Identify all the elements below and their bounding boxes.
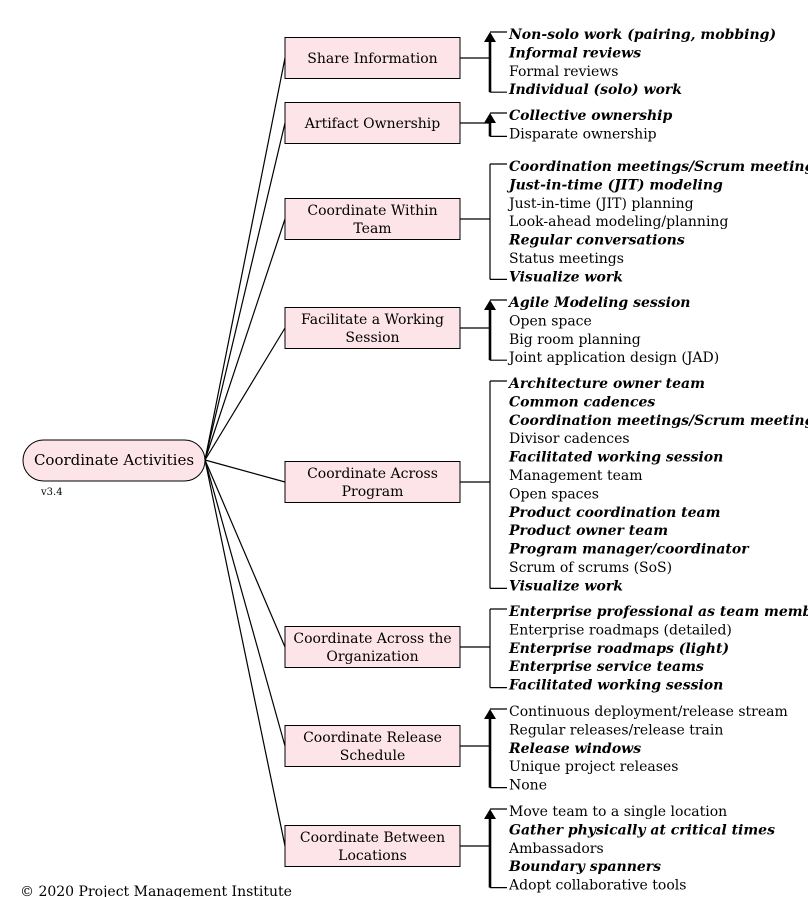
arrow-up-icon (484, 809, 496, 819)
root-goal-connector (204, 459, 286, 483)
option-label: Facilitated working session (508, 678, 723, 694)
option-label: Status meetings (509, 251, 624, 267)
goal-label: Schedule (340, 748, 405, 764)
goal-box (284, 37, 461, 79)
option-label: Unique project releases (509, 759, 678, 775)
option-label: Visualize work (509, 578, 623, 594)
option-label: Coordination meetings/Scrum meetings (509, 159, 808, 175)
option-label: Look-ahead modeling/planning (509, 214, 728, 230)
root-goal-connector (204, 459, 286, 747)
goal-box (284, 102, 461, 144)
version-label: v3.4 (40, 487, 63, 498)
goal-label: Coordinate Between (300, 830, 445, 846)
option-label: Enterprise roadmaps (detailed) (509, 622, 732, 638)
arrow-up-icon (484, 32, 496, 42)
connector-lines (204, 57, 490, 847)
option-label: Just-in-time (JIT) modeling (506, 177, 723, 193)
option-label: Architecture owner team (507, 376, 705, 392)
goal-label: Organization (326, 649, 418, 665)
goal-box (284, 825, 461, 867)
option-label: Just-in-time (JIT) planning (507, 196, 694, 212)
goal-label: Locations (338, 848, 407, 864)
option-label: Collective ownership (509, 108, 672, 124)
option-label: Ambassadors (508, 841, 604, 857)
root-goal-connector (204, 327, 286, 461)
option-label: Management team (509, 468, 642, 484)
goal-box (284, 461, 461, 503)
goal-node: Coordinate Across theOrganizationEnterpr… (284, 604, 808, 694)
option-label: Formal reviews (509, 64, 618, 80)
goal-label: Coordinate Within (307, 203, 437, 219)
goal-label: Session (345, 330, 399, 346)
option-label: Open spaces (509, 486, 599, 502)
arrow-up-icon (484, 709, 496, 719)
root-box (22, 439, 206, 482)
goal-box (284, 198, 461, 240)
root-goal-connector (204, 459, 286, 648)
root-label: Coordinate Activities (34, 451, 194, 469)
root-goal-connector (204, 459, 286, 847)
goal-label: Program (342, 484, 404, 500)
option-label: Coordination meetings/Scrum meetings (509, 413, 808, 429)
option-label: Gather physically at critical times (509, 822, 775, 838)
option-label: Enterprise professional as team member (508, 604, 808, 620)
option-label: Individual (solo) work (508, 82, 682, 98)
option-label: Enterprise service teams (508, 659, 704, 675)
goal-label: Facilitate a Working (301, 312, 444, 328)
goal-box (284, 307, 461, 349)
option-label: Scrum of scrums (SoS) (509, 560, 672, 576)
copyright-notice: © 2020 Project Management Institute (20, 884, 292, 897)
option-label: Continuous deployment/release stream (509, 704, 788, 720)
goal-box (284, 626, 461, 668)
goal-label: Artifact Ownership (304, 116, 440, 132)
goal-label: Team (353, 221, 391, 237)
goal-node: Artifact Ownership Collective ownershipDi… (284, 102, 672, 144)
option-label: Regular releases/release train (509, 722, 723, 738)
option-label: Non-solo work (pairing, mobbing) (508, 27, 776, 43)
goal-label: Coordinate Across (307, 466, 438, 482)
option-label: Product coordination team (508, 505, 720, 521)
option-label: Regular conversations (508, 233, 685, 249)
goal-label: Share Information (307, 51, 437, 67)
option-label: Product owner team (508, 523, 668, 539)
root-goal-connector (204, 57, 286, 461)
option-label: Informal reviews (508, 45, 641, 61)
option-label: Release windows (508, 741, 641, 757)
option-label: Enterprise roadmaps (light) (508, 641, 729, 657)
option-label: Disparate ownership (509, 126, 657, 142)
option-label: Agile Modeling session (507, 295, 690, 311)
option-label: Big room planning (509, 332, 641, 348)
goal-node: Share Information Non-solo work (pairing,… (284, 27, 776, 98)
option-label: Adopt collaborative tools (508, 878, 686, 894)
option-label: Divisor cadences (509, 431, 630, 447)
root-goal-connector (204, 122, 286, 461)
option-label: Facilitated working session (508, 450, 723, 466)
root-goal-connector (204, 218, 286, 461)
goal-nodes: Share Information Non-solo work (pairing,… (284, 27, 808, 894)
arrow-up-icon (484, 300, 496, 310)
root-node: Coordinate Activities v3.4 (22, 439, 206, 498)
option-label: Program manager/coordinator (508, 542, 750, 558)
option-label: Open space (509, 313, 592, 329)
option-label: Move team to a single location (509, 804, 727, 820)
option-label: None (509, 778, 547, 794)
option-label: Visualize work (509, 269, 623, 285)
goal-box (284, 725, 461, 767)
option-label: Common cadences (509, 394, 655, 410)
goal-label: Coordinate Release (303, 730, 442, 746)
option-label: Joint application design (JAD) (507, 350, 719, 366)
option-label: Boundary spanners (508, 859, 661, 875)
goal-label: Coordinate Across the (293, 631, 451, 647)
arrow-up-icon (484, 113, 496, 123)
